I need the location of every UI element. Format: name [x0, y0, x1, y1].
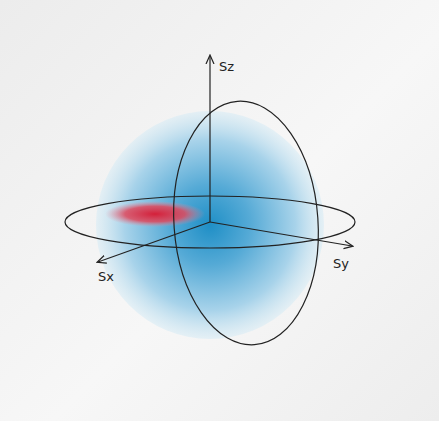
sy-axis	[210, 222, 352, 246]
axis-label: Sz	[219, 60, 234, 73]
meridian	[166, 96, 327, 349]
squeezed-state	[105, 201, 205, 227]
sz-axis	[209, 56, 210, 222]
axis-label: Sy	[333, 257, 349, 270]
axis-label: Sx	[98, 270, 114, 283]
sx-axis	[98, 222, 210, 262]
